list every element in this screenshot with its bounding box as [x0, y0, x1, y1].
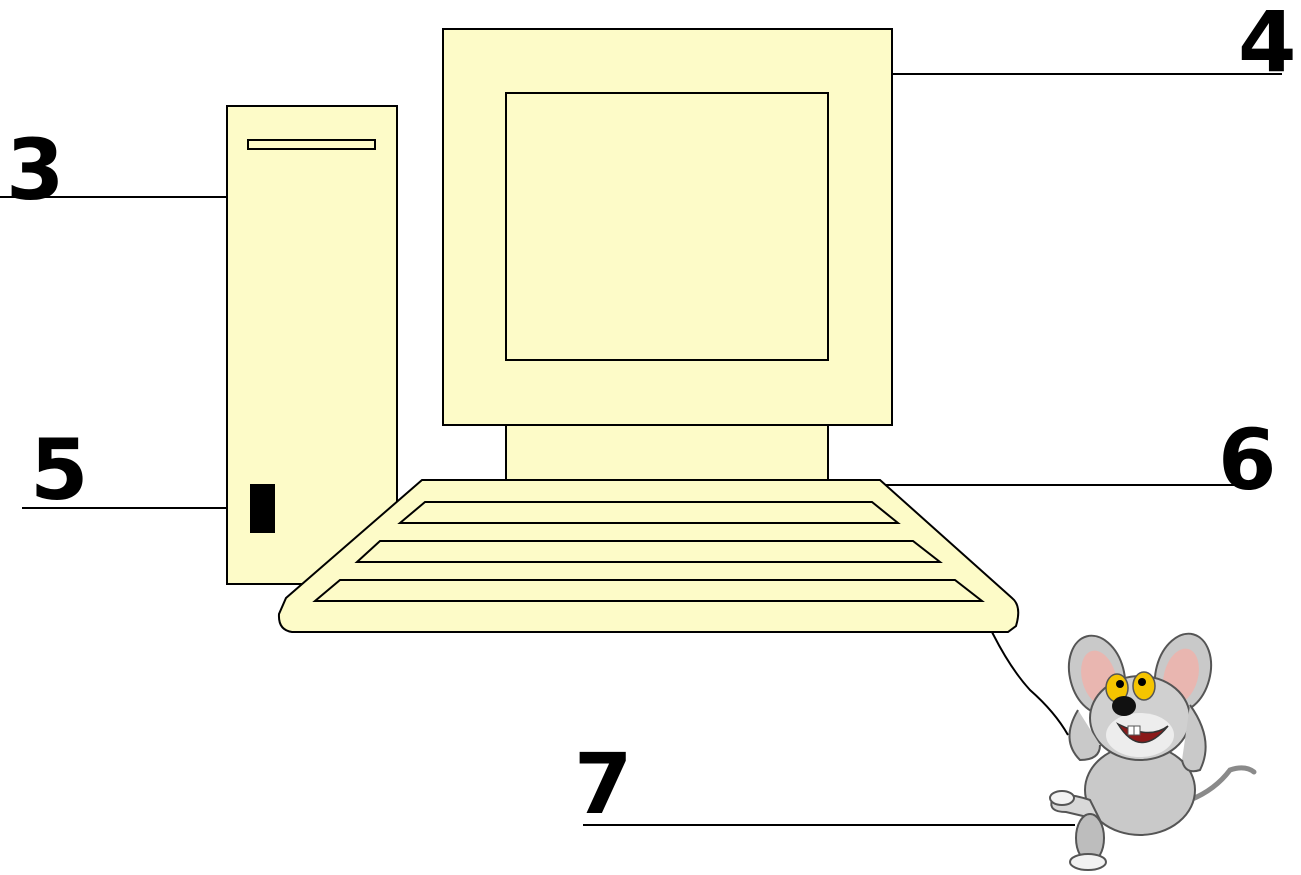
monitor-screen	[505, 92, 829, 361]
label-3: 3	[6, 121, 65, 219]
leader-line-7	[583, 824, 1075, 826]
label-4: 4	[1238, 0, 1297, 91]
leader-line-5	[22, 507, 227, 509]
leader-line-4	[892, 73, 1282, 75]
monitor-stand	[505, 423, 829, 487]
label-7: 7	[574, 735, 633, 833]
key-row-1	[397, 501, 901, 524]
monitor-icon	[442, 28, 893, 487]
keyboard-icon	[277, 479, 1020, 633]
mouse-cable	[991, 631, 1069, 736]
cartoon-mouse-icon	[1049, 632, 1257, 871]
drive-slot	[247, 139, 376, 150]
system-unit-icon	[226, 105, 398, 585]
power-button	[250, 484, 275, 533]
label-6: 6	[1218, 411, 1277, 509]
leader-line-3	[0, 196, 227, 198]
key-row-3	[312, 579, 985, 602]
key-row-2	[354, 540, 943, 563]
leader-line-6	[885, 484, 1241, 486]
label-5: 5	[30, 421, 89, 519]
